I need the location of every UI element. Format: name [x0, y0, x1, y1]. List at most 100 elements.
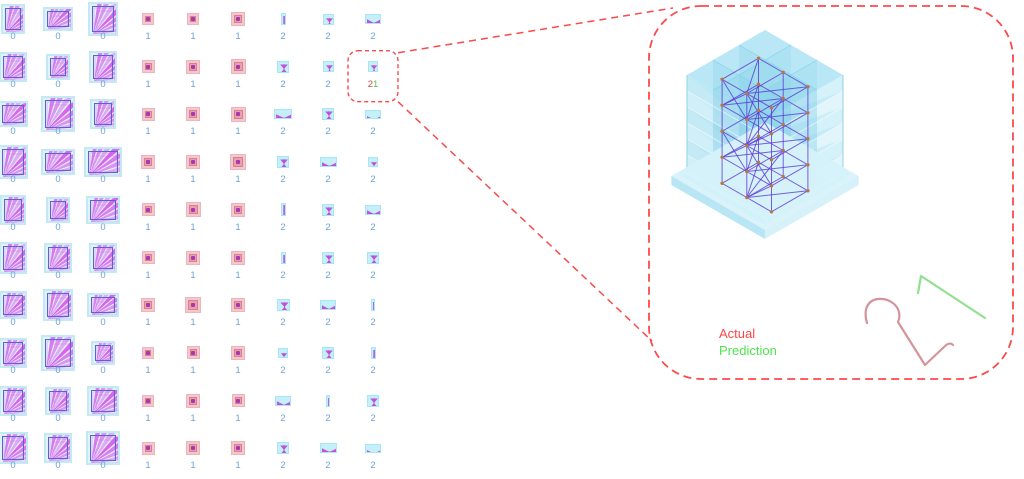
class-label: 1	[190, 78, 196, 90]
square-center-dot	[146, 17, 150, 21]
class-label: 2	[325, 78, 331, 90]
sample-glyph-fan	[44, 242, 72, 273]
class-label: 2	[325, 460, 331, 472]
class-label: 1	[190, 31, 196, 42]
sample-glyph-fan	[90, 99, 116, 130]
sample-glyph-bowtie	[322, 203, 334, 216]
class-label: 0	[10, 78, 16, 90]
square-center-dot	[191, 350, 195, 355]
square-center-dot	[236, 64, 240, 69]
sample-glyph-square	[142, 394, 154, 407]
class-label: 2	[370, 31, 376, 42]
square-inner	[189, 253, 197, 262]
class-label: 2	[325, 364, 331, 376]
sample-glyph-bowtie	[280, 13, 286, 25]
square-inner	[189, 396, 197, 405]
class-label: 2	[370, 221, 376, 233]
sample-glyph-bowtie	[275, 395, 291, 406]
sample-glyph-bowtie	[370, 346, 376, 359]
sample-glyph-square	[231, 394, 245, 408]
class-label: 1	[145, 31, 151, 42]
class-label: 1	[190, 460, 196, 472]
class-label: 2	[370, 364, 376, 376]
class-label: 0	[55, 221, 61, 233]
class-label: 0	[55, 78, 61, 90]
class-label: 1	[235, 460, 241, 472]
class-label: 0	[10, 460, 16, 472]
square-center-dot	[146, 446, 150, 451]
sample-glyph-square	[141, 298, 155, 313]
class-label: 0	[100, 78, 106, 90]
sample-glyph-fan	[41, 149, 75, 176]
sample-glyph-fan	[41, 334, 75, 371]
class-label: 0	[55, 317, 61, 329]
square-inner	[190, 16, 196, 22]
class-label: 2	[325, 412, 331, 424]
square-inner	[234, 15, 242, 23]
square-inner	[189, 110, 197, 119]
sample-glyph-square	[141, 441, 155, 455]
sample-glyph-square	[186, 393, 200, 408]
sample-glyph-bowtie	[365, 443, 381, 453]
class-label: 0	[100, 364, 106, 376]
sample-glyph-square	[186, 59, 200, 74]
sample-glyph-square	[186, 155, 200, 170]
class-label: 1	[145, 221, 151, 233]
class-label: 0	[10, 364, 16, 376]
square-center-dot	[146, 255, 150, 260]
sample-glyph-fan	[89, 242, 117, 273]
class-label: 1	[145, 364, 151, 376]
sample-glyph-bowtie	[277, 60, 289, 73]
sample-glyph-bowtie	[365, 14, 381, 24]
sample-glyph-fan	[41, 96, 75, 133]
sample-glyph-fan	[43, 289, 73, 322]
square-center-dot	[236, 303, 240, 308]
square-inner	[234, 397, 242, 405]
sample-glyph-bowtie	[278, 347, 288, 358]
square-center-dot	[146, 160, 150, 165]
class-label: 0	[100, 317, 106, 329]
class-label: 2	[370, 317, 376, 329]
square-inner	[189, 158, 197, 167]
square-center-dot	[191, 160, 195, 165]
sample-glyph-bowtie	[365, 109, 381, 119]
sample-glyph-fan	[44, 433, 72, 464]
square-center-dot	[191, 255, 195, 260]
class-label: 0	[55, 126, 61, 138]
sample-glyph-fan	[91, 340, 115, 365]
sample-glyph-bowtie	[326, 394, 330, 407]
square-inner	[144, 254, 152, 261]
square-center-dot	[146, 398, 150, 403]
legend-prediction-label: Prediction	[719, 343, 777, 358]
zoom-connector-line	[397, 7, 674, 54]
zoom-connector-line	[397, 101, 653, 342]
sample-glyph-square	[141, 60, 155, 74]
sample-glyph-fan	[46, 53, 70, 80]
square-center-dot	[191, 17, 195, 21]
square-center-dot	[146, 64, 150, 69]
square-inner	[144, 301, 152, 310]
sample-glyph-fan	[0, 432, 28, 465]
sample-glyph-fan	[0, 337, 27, 368]
sample-glyph-bowtie	[277, 442, 289, 455]
sample-glyph-square	[187, 13, 199, 25]
sample-glyph-square	[141, 203, 155, 217]
class-label: 1	[145, 412, 151, 424]
square-center-dot	[236, 112, 240, 117]
class-label: 0	[10, 269, 16, 281]
square-inner	[188, 300, 198, 311]
square-inner	[189, 62, 197, 71]
class-label: 0	[100, 221, 106, 233]
square-inner	[233, 109, 243, 119]
actual-vs-prediction-label: 21	[360, 79, 386, 90]
class-label: 1	[190, 269, 196, 281]
square-inner	[189, 444, 197, 453]
square-center-dot	[236, 446, 240, 451]
square-inner	[234, 253, 242, 262]
square-center-dot	[236, 207, 240, 212]
sample-glyph-square	[141, 107, 155, 121]
class-label: 1	[145, 460, 151, 472]
class-label: 2	[325, 174, 331, 186]
class-label: 2	[325, 317, 331, 329]
square-inner	[234, 205, 242, 214]
